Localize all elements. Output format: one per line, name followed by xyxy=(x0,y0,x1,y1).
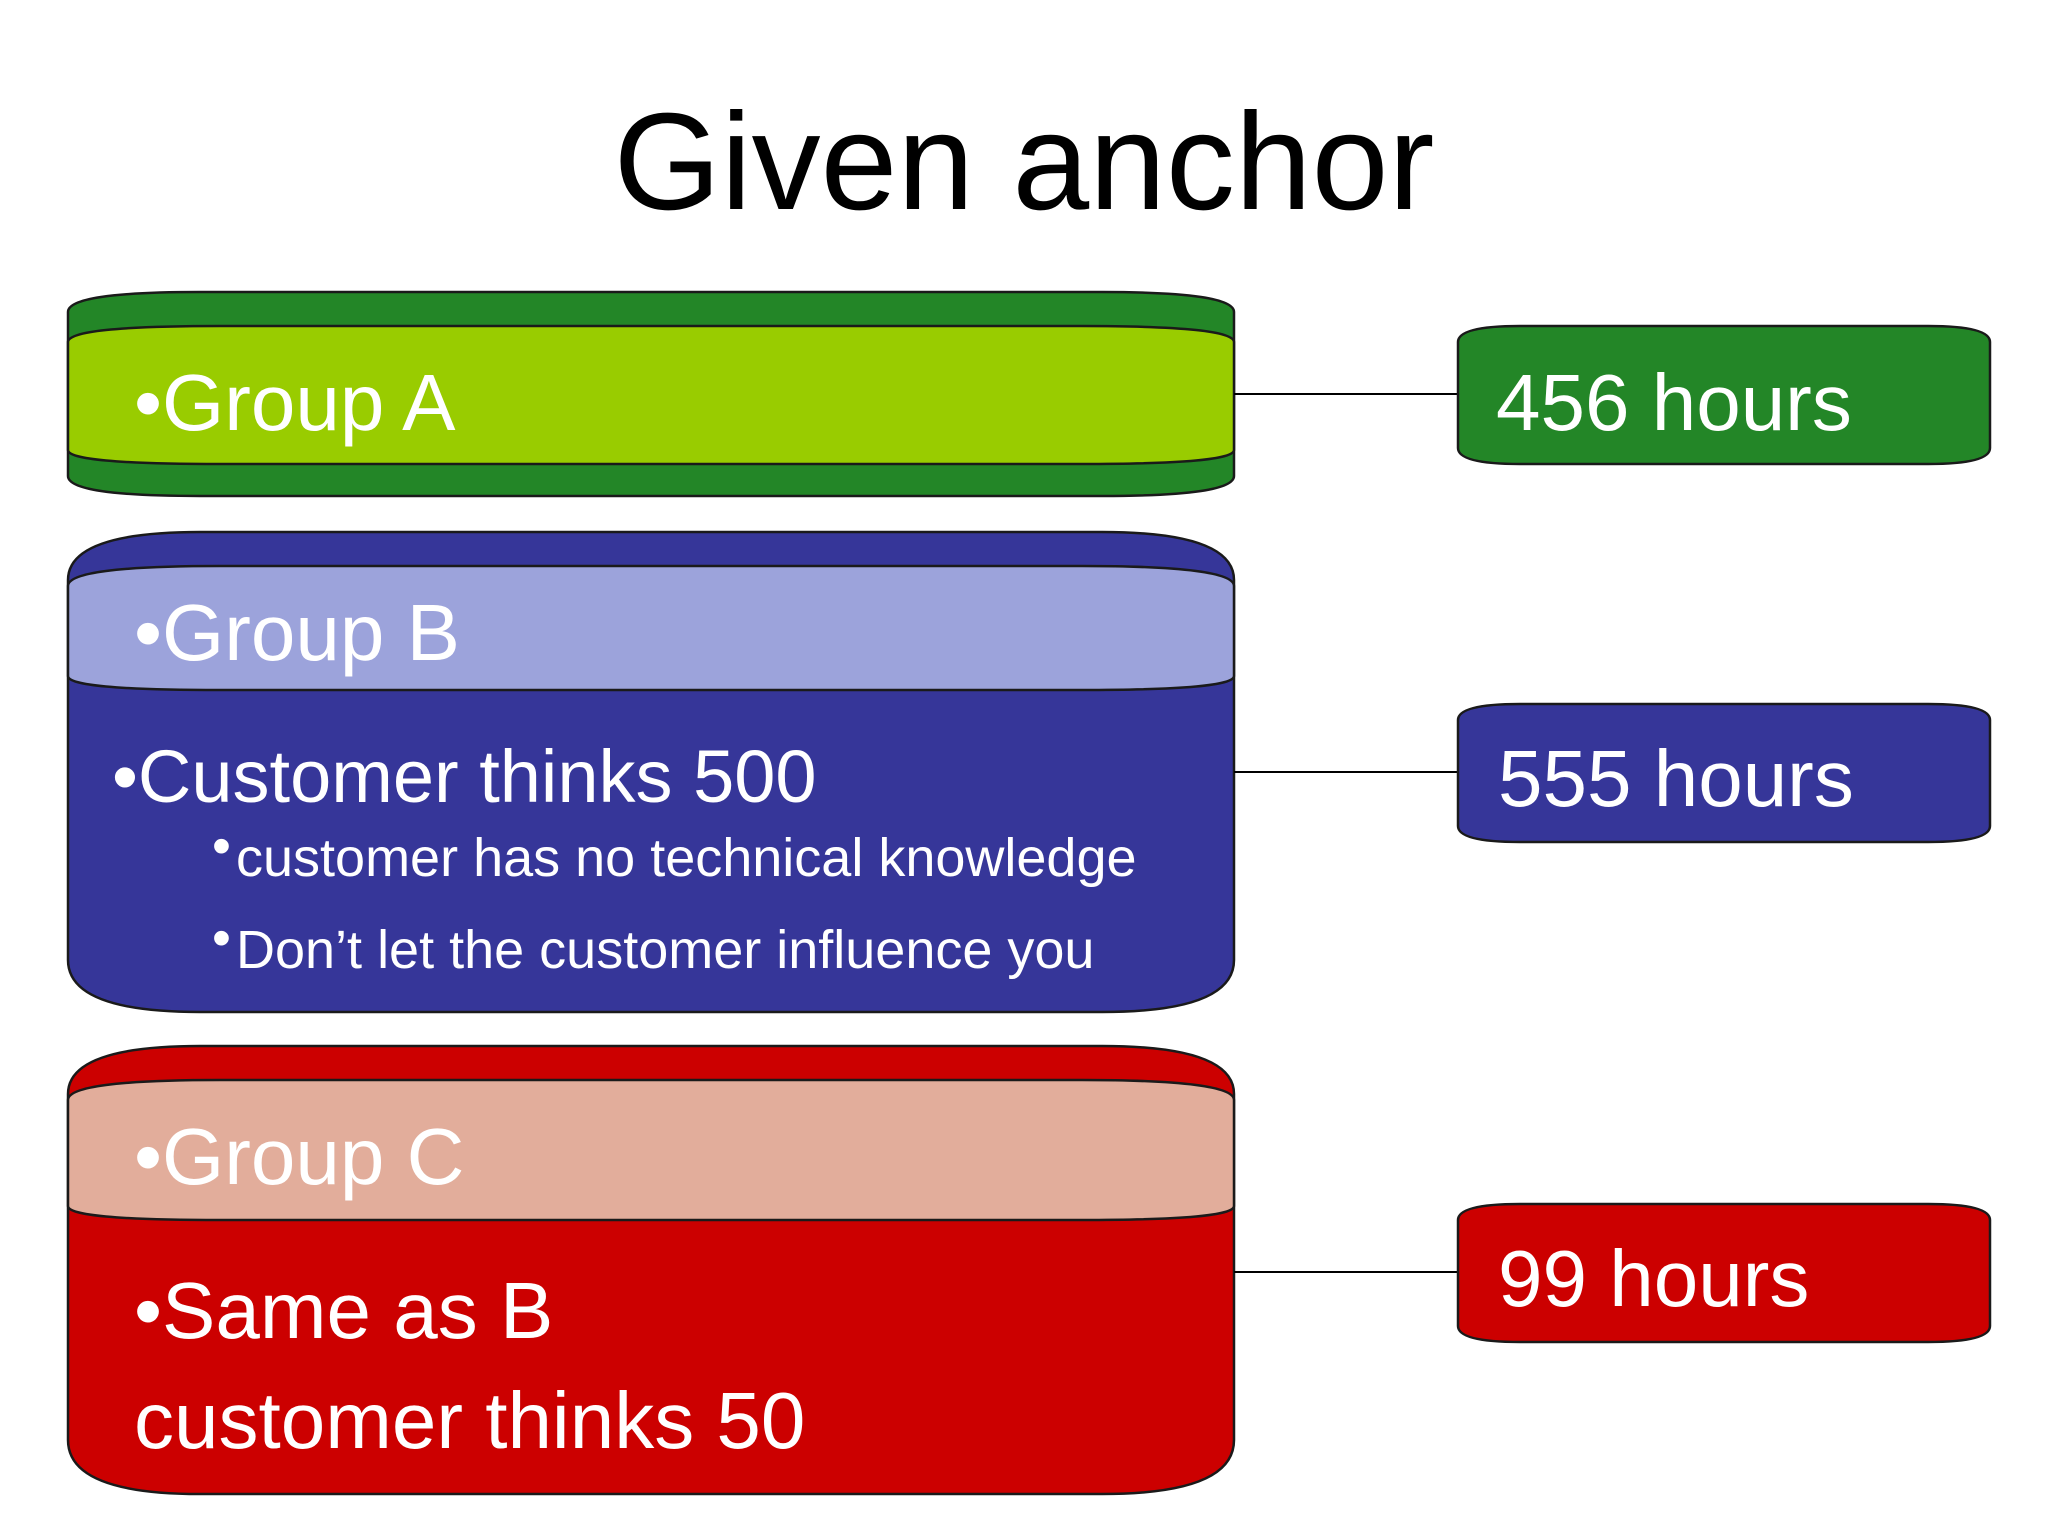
group-b-sub2: Don’t let the customer influence you xyxy=(236,920,1094,980)
group-b-cylinder: •Group B •Customer thinks 500 • customer… xyxy=(66,530,1236,1014)
group-c-cylinder: •Group C •Same as B customer thinks 50 xyxy=(66,1044,1236,1496)
group-c-line2: customer thinks 50 xyxy=(134,1376,805,1465)
group-b-label: •Group B xyxy=(134,588,460,677)
group-b-band xyxy=(66,564,1236,692)
group-a-hours: 456 hours xyxy=(1496,358,1852,447)
group-b-sub2-bullet: • xyxy=(212,908,231,968)
slide-title: Given anchor xyxy=(613,85,1435,239)
group-c-line1: •Same as B xyxy=(134,1266,553,1355)
group-b-hours: 555 hours xyxy=(1498,734,1854,823)
group-c-hours-box: 99 hours xyxy=(1456,1202,1992,1344)
group-c-hours: 99 hours xyxy=(1498,1234,1809,1323)
group-c-band xyxy=(66,1078,1236,1222)
group-a-hours-box: 456 hours xyxy=(1456,324,1992,466)
group-b-line1: •Customer thinks 500 xyxy=(112,735,817,818)
group-b-sub1-bullet: • xyxy=(212,816,231,876)
group-c-label: •Group C xyxy=(134,1112,464,1201)
group-b-hours-box: 555 hours xyxy=(1456,702,1992,844)
group-a-label: •Group A xyxy=(134,358,456,447)
group-b-sub1: customer has no technical knowledge xyxy=(236,828,1137,888)
group-a-cylinder: •Group A xyxy=(66,290,1236,498)
group-a-band xyxy=(66,324,1236,466)
